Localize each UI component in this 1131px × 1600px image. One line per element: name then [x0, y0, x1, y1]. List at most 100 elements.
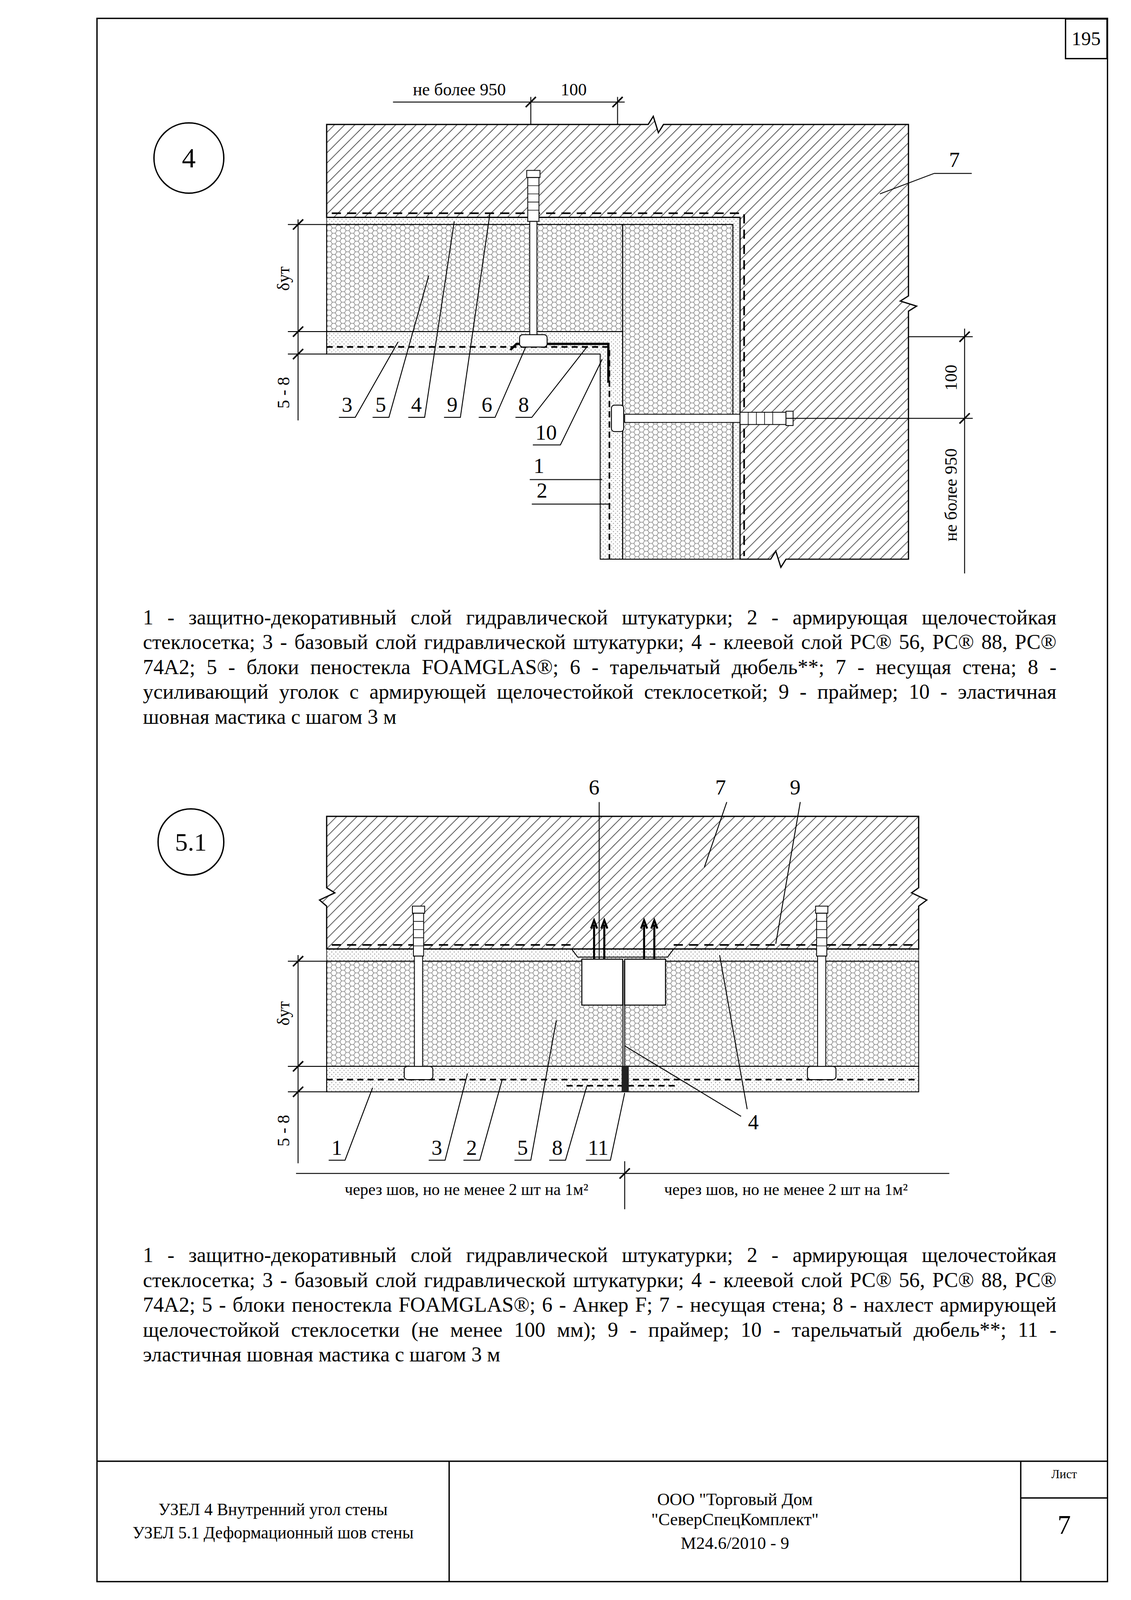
dimension-value: 5 - 8: [274, 1115, 294, 1147]
dimension-note: через шов, но не менее 2 шт на 1м²: [664, 1181, 908, 1199]
callout-number: 1: [331, 1136, 343, 1161]
callout-number: 9: [789, 776, 801, 800]
legend-item: 6 - Анкер F;: [542, 1293, 653, 1317]
dimension-line: [786, 328, 973, 574]
callout-number: 2: [536, 479, 548, 503]
title-block-cell: УЗЕЛ 4 Внутренний угол стеныУЗЕЛ 5.1 Деф…: [97, 1461, 450, 1583]
sheet-cell: Лист7: [1020, 1461, 1108, 1583]
dimension-value: не более 950: [941, 448, 961, 542]
leader-line: [408, 221, 455, 418]
adhesive-layer: [326, 217, 741, 560]
title-block-line: [97, 1460, 1108, 1463]
anchor-recess: [571, 949, 674, 958]
dowel-plate: [519, 334, 548, 348]
legend-item: 6 - тарельчатый дюбель**;: [569, 655, 825, 679]
leader-line: [338, 341, 399, 418]
callout-number: 4: [411, 393, 422, 417]
callout-number: 9: [446, 393, 458, 417]
anchor-spike: [601, 920, 608, 960]
callout-number: 8: [552, 1136, 563, 1161]
dowel-shaft: [529, 221, 537, 336]
title-block-cell: ООО "Торговый Дом "СеверСпецКомплект"М24…: [448, 1461, 1021, 1583]
node-subtext: УЗЕЛ 5.1 Деформационный шов стены: [132, 1523, 414, 1543]
leader-line: [443, 213, 490, 418]
dowel-rib: [816, 921, 827, 947]
callout-number: 7: [715, 776, 726, 800]
callout-number: 3: [341, 393, 353, 417]
leader-line: [531, 503, 611, 505]
bearing-wall: [319, 816, 927, 950]
legend-item: 1 - защитно-декоративный слой гидравличе…: [142, 1243, 733, 1267]
dowel-cap: [526, 170, 540, 178]
node-text: 4: [182, 142, 196, 174]
callout-number: 6: [588, 776, 600, 800]
callout-number: 4: [747, 1110, 759, 1135]
callout-number: 2: [466, 1136, 477, 1161]
leader-line: [549, 1085, 588, 1161]
legend-item: 7 - несущая стена;: [835, 655, 1017, 679]
detail-circle: 5.1: [157, 808, 225, 876]
leader-line: [514, 1020, 557, 1161]
sheet-frame: [97, 18, 1108, 1582]
leader-line: [775, 802, 801, 944]
node-subtext: 7: [1057, 1510, 1071, 1542]
leader-line: [598, 802, 600, 960]
dimension-value: 100: [941, 364, 961, 391]
dimension-symbol: δут: [274, 1001, 294, 1027]
dimension-line: [392, 97, 625, 125]
leader-line: [624, 955, 747, 1117]
dimension-line: [287, 955, 327, 1164]
title-block-line: [1020, 1497, 1108, 1500]
dowel-shaft: [817, 956, 826, 1068]
anchor-spike: [590, 920, 597, 960]
legend-item: 5 - блоки пеностекла FOAMGLAS®;: [206, 655, 559, 679]
dimension-tick: [959, 331, 970, 424]
dimension-line: [296, 1161, 950, 1210]
anchor-spike: [651, 920, 657, 960]
dimension-note: через шов, но не менее 2 шт на 1м²: [344, 1181, 589, 1199]
mesh-line: [326, 347, 610, 560]
legend-item: 3 - базовый слой гидравлической штукатур…: [262, 1268, 684, 1293]
anchor-plate: [581, 959, 623, 1006]
callout-number: 10: [535, 421, 558, 445]
leader-line: [372, 275, 429, 418]
dowel-rib: [527, 185, 540, 211]
legend-paragraph: 1 - защитно-декоративный слой гидравличе…: [142, 605, 1057, 730]
leader-line: [515, 347, 588, 418]
node-text: 5.1: [174, 827, 207, 857]
leader-line: [585, 1093, 625, 1161]
plaster-layer: [326, 1066, 919, 1093]
leader-line: [532, 359, 603, 446]
dimension-value: 100: [560, 80, 587, 100]
leader-line: [463, 1079, 503, 1161]
dimension-line: [287, 219, 327, 421]
dowel-expansion: [413, 913, 424, 957]
callout-number: 5: [375, 393, 386, 417]
callout-number: 6: [481, 393, 492, 417]
dowel-rib: [413, 921, 424, 947]
dowel-cap: [815, 906, 829, 914]
title-block-line: [1020, 1461, 1022, 1583]
dimension-tick: [292, 956, 303, 1098]
dowel-plate: [807, 1066, 837, 1080]
callout-number: 5: [517, 1136, 528, 1161]
node-text: 195: [1071, 27, 1101, 51]
legend-item: 3 - базовый слой гидравлической штукатур…: [262, 630, 684, 654]
foamglas-block: [624, 961, 919, 1067]
foamglas-block: [326, 961, 623, 1067]
dowel-expansion: [527, 177, 540, 222]
plaster-layer: [326, 331, 623, 560]
leader-line: [880, 173, 972, 194]
leader-line: [428, 1073, 468, 1161]
dowel-shaft: [624, 414, 741, 423]
legend-item: 5 - блоки пеностекла FOAMGLAS®;: [201, 1293, 536, 1317]
dowel-expansion: [816, 913, 827, 957]
joint-sealant: [621, 1066, 630, 1093]
callout-number: 8: [518, 393, 529, 417]
legend-item: 7 - несущая стена;: [659, 1293, 827, 1317]
node-subtext: М24.6/2010 - 9: [680, 1533, 790, 1554]
dowel-expansion: [740, 412, 787, 425]
dowel-plate: [611, 405, 624, 432]
dimension-value: не более 950: [412, 80, 506, 100]
legend-paragraph: 1 - защитно-декоративный слой гидравличе…: [142, 1243, 1057, 1368]
